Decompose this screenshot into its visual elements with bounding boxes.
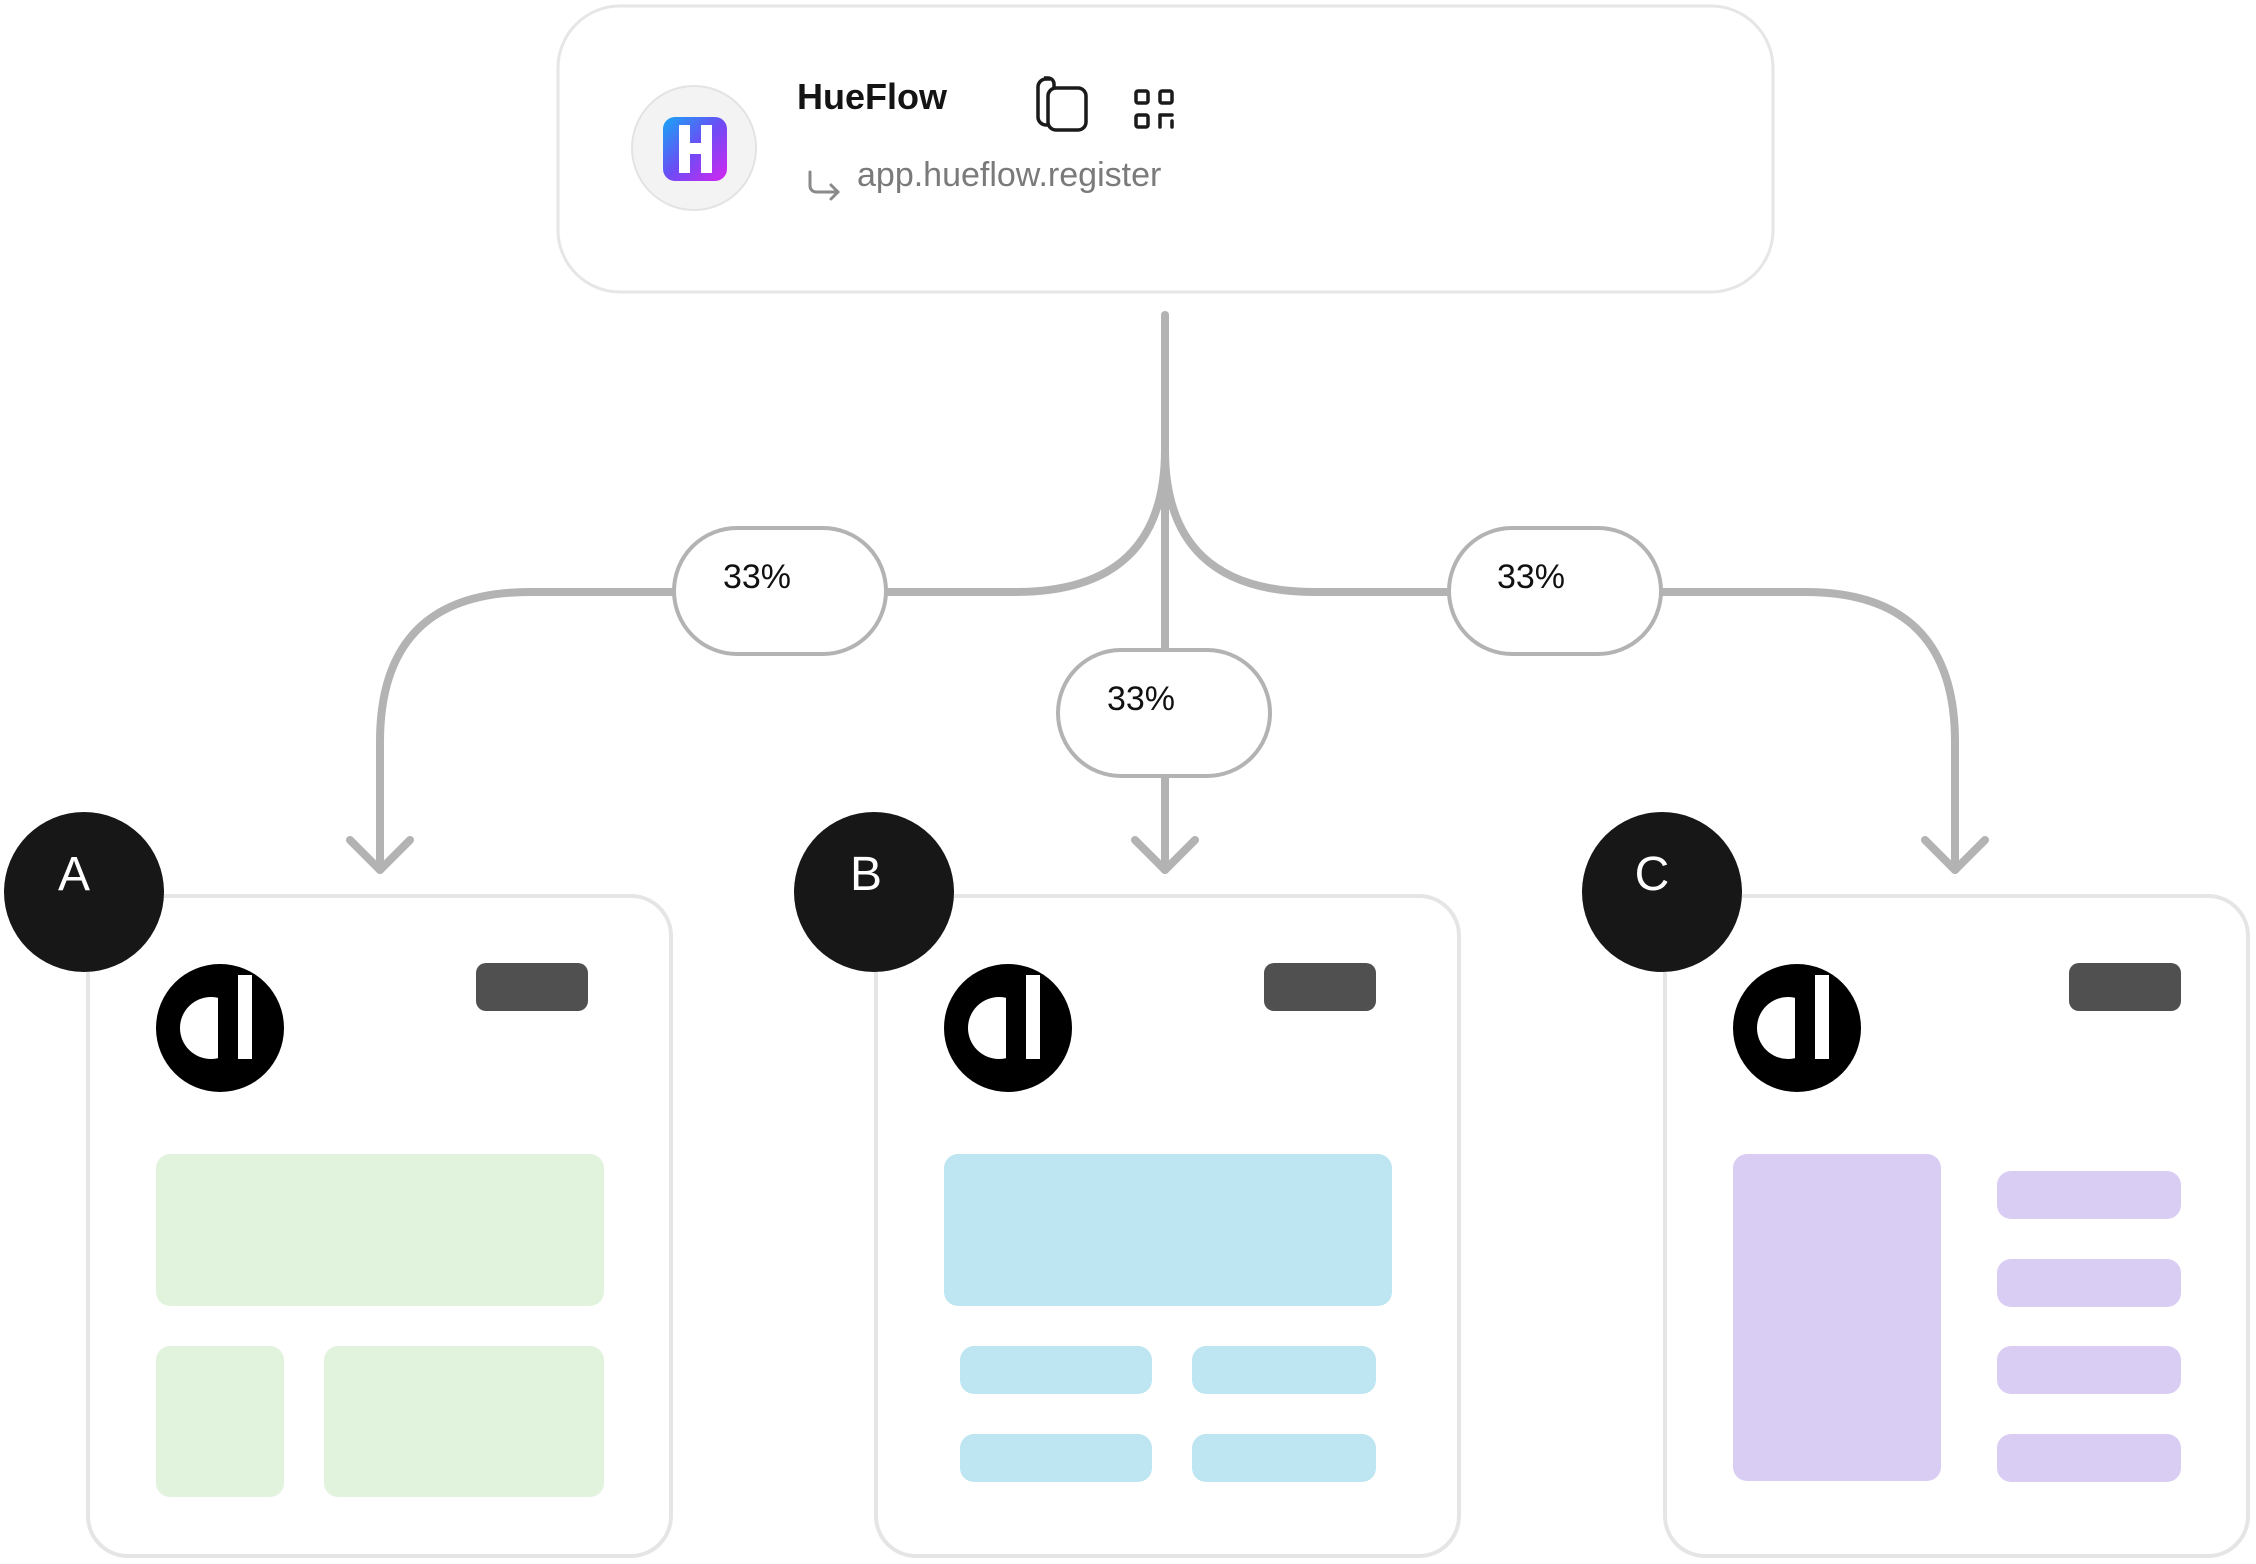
variant-badge-c: C [1582, 812, 1742, 972]
content-pill [1997, 1346, 2181, 1394]
brand-logo-icon [1733, 964, 1861, 1092]
arrow-a [346, 836, 414, 874]
content-pill [1997, 1171, 2181, 1219]
arrow-b [1131, 836, 1199, 874]
copy-button[interactable] [1036, 76, 1088, 132]
brand-logo-icon [944, 964, 1072, 1092]
variant-card-b [874, 894, 1461, 1558]
header-button[interactable] [476, 963, 588, 1011]
arrow-c [1921, 836, 1989, 874]
content-pill [1997, 1259, 2181, 1307]
split-pill-a: 33% [672, 526, 888, 656]
app-name: HueFlow [797, 76, 948, 117]
variant-badge-a: A [4, 812, 164, 972]
sidebar-block [1733, 1154, 1941, 1481]
content-pill [1192, 1434, 1376, 1482]
app-link[interactable]: app.hueflow.register [857, 156, 1161, 194]
header-button[interactable] [2069, 963, 2181, 1011]
split-pill-b-label: 33% [1107, 680, 1175, 718]
variant-card-c [1663, 894, 2250, 1558]
hueflow-logo-icon [631, 85, 757, 211]
app-card: HueFlow app.hueflow.register [556, 4, 1775, 294]
hero-block [944, 1154, 1392, 1306]
content-block [324, 1346, 604, 1497]
split-pill-c: 33% [1447, 526, 1663, 656]
variant-card-a [86, 894, 673, 1558]
split-connectors [346, 311, 1989, 874]
copy-icon [1036, 76, 1088, 132]
variant-label-a: A [58, 848, 90, 901]
qr-code-icon [1134, 89, 1174, 129]
branch-a-line [376, 446, 1169, 874]
split-pill-b: 33% [1056, 648, 1272, 778]
content-pill [1997, 1434, 2181, 1482]
qr-code-button[interactable] [1134, 89, 1174, 129]
split-pill-a-label: 33% [723, 558, 791, 596]
hero-block [156, 1154, 604, 1306]
variant-label-b: B [850, 848, 882, 901]
split-pill-c-label: 33% [1497, 558, 1565, 596]
variant-badge-b: B [794, 812, 954, 972]
content-block [156, 1346, 284, 1497]
brand-logo-icon [156, 964, 284, 1092]
branch-c-line [1161, 446, 1959, 874]
link-arrow-icon [808, 170, 840, 201]
content-pill [960, 1434, 1152, 1482]
variant-label-c: C [1635, 848, 1670, 901]
content-pill [960, 1346, 1152, 1394]
header-button[interactable] [1264, 963, 1376, 1011]
content-pill [1192, 1346, 1376, 1394]
